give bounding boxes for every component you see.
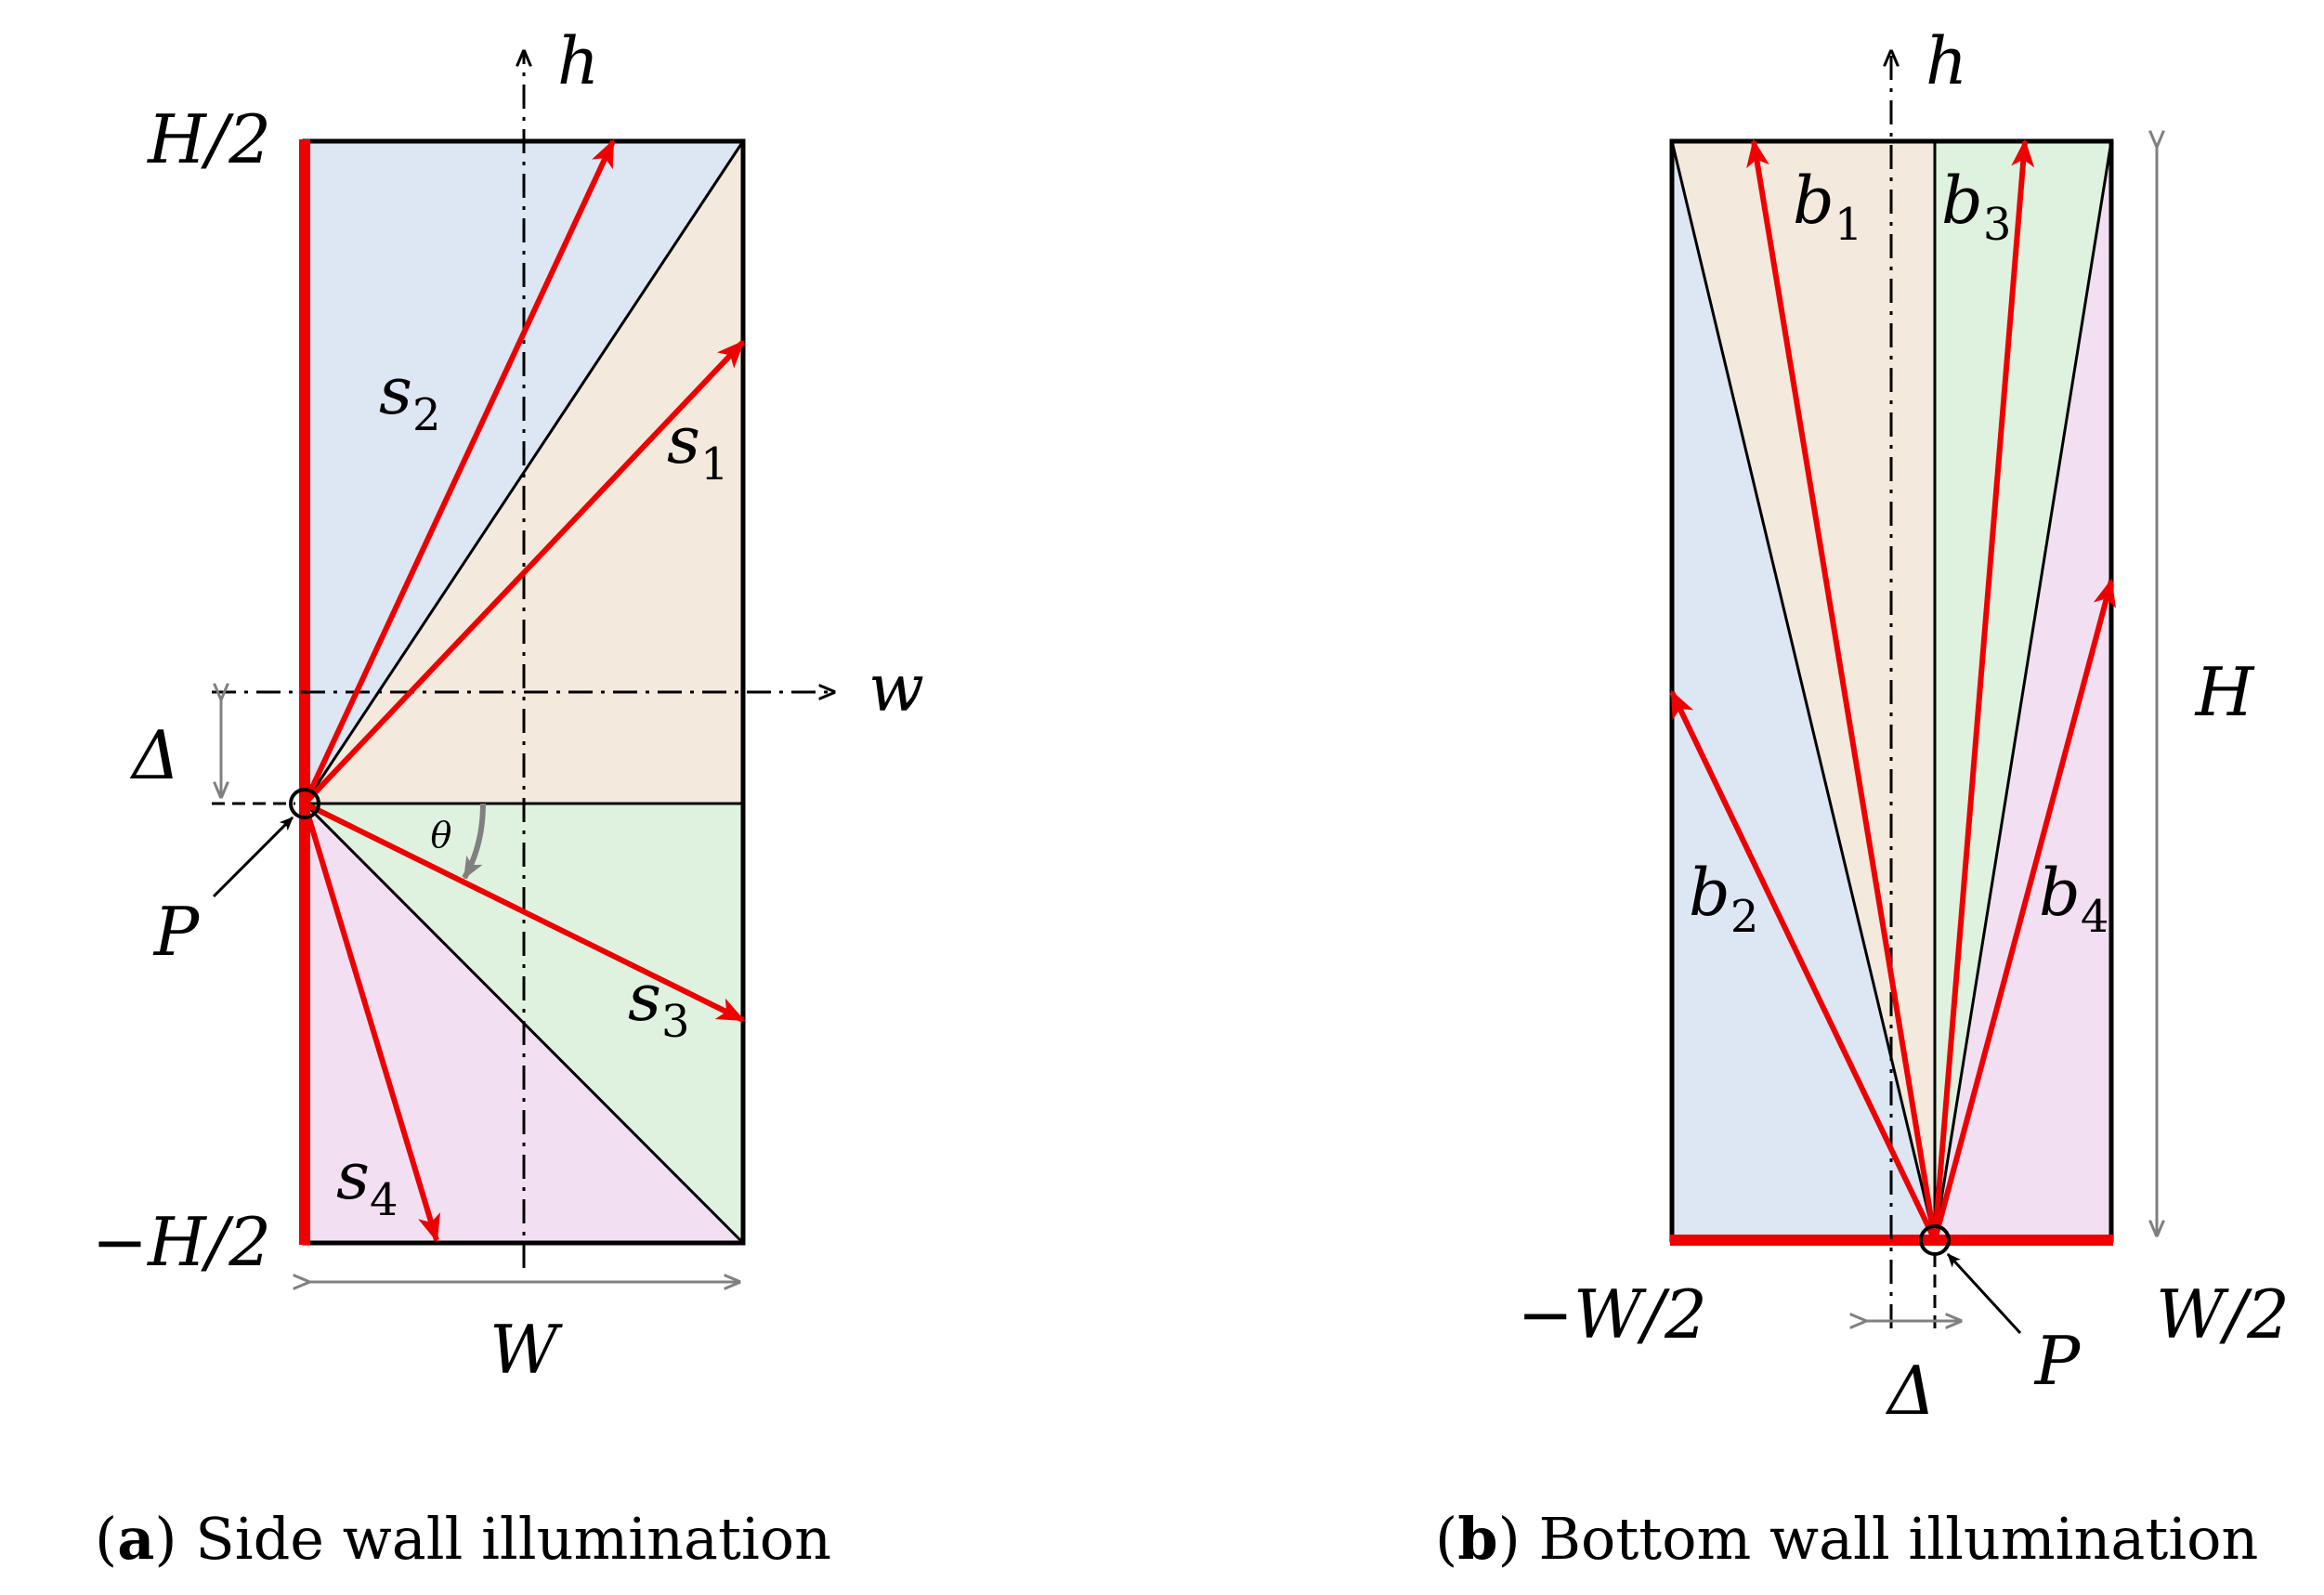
label-top-h-half: H/2 (146, 100, 271, 178)
vector-b1 (1746, 138, 1938, 1241)
caption-a: (a) Side wall illumination (95, 1505, 831, 1573)
label-theta: θ (431, 815, 452, 856)
label-b2: b2 (1689, 855, 1758, 943)
label-s2: s2 (379, 353, 440, 441)
label-w-axis: w (868, 650, 924, 726)
panel-a: h w H/2 −H/2 W Δ P θ s2 s1 s3 s4 (a) Sid… (92, 23, 924, 1573)
vector-b4 (1932, 578, 2116, 1241)
point-p-b (1919, 1224, 1951, 1256)
label-delta-a: Δ (129, 716, 180, 794)
point-p-pointer (212, 816, 294, 898)
caption-a-text: Side wall illumination (177, 1505, 831, 1573)
vector-s1 (302, 339, 746, 806)
label-h-axis-b: h (1926, 23, 1967, 99)
vector-b2 (1669, 689, 1938, 1242)
label-s3: s3 (628, 960, 689, 1048)
caption-b-text: Bottom wall illumination (1521, 1505, 2259, 1573)
label-point-p-a: P (152, 893, 201, 971)
panel-b: h H −W/2 W/2 Δ P b1 b3 b2 b4 (b) Bottom … (1435, 23, 2290, 1573)
label-s4: s4 (336, 1138, 398, 1226)
point-p-b-pointer (1946, 1252, 2022, 1335)
angle-theta-arc (462, 803, 486, 880)
label-delta-b: Δ (1885, 1352, 1936, 1430)
label-bottom-h-half: −H/2 (92, 1203, 271, 1281)
caption-a-letter: a (117, 1505, 154, 1573)
caption-b-letter: b (1457, 1505, 1497, 1573)
label-point-p-b: P (2033, 1322, 2082, 1400)
caption-b: (b) Bottom wall illumination (1435, 1505, 2258, 1573)
label-left-w-half: −W/2 (1518, 1275, 1707, 1353)
vector-s2 (302, 138, 616, 805)
label-s1: s1 (667, 402, 728, 490)
label-width: W (490, 1311, 563, 1389)
label-b3: b3 (1941, 163, 2011, 251)
point-p (289, 788, 320, 819)
vector-s3 (303, 801, 746, 1023)
boundary-b-right (1933, 140, 2113, 1241)
label-b1: b1 (1793, 163, 1862, 251)
label-b4: b4 (2039, 855, 2109, 943)
vector-b3 (1932, 138, 2035, 1241)
label-right-w-half: W/2 (2156, 1275, 2290, 1353)
boundary-diagonal-upper (303, 140, 745, 804)
label-height: H (2194, 653, 2255, 731)
vector-s4 (302, 803, 441, 1243)
label-h-axis-a: h (557, 23, 599, 99)
